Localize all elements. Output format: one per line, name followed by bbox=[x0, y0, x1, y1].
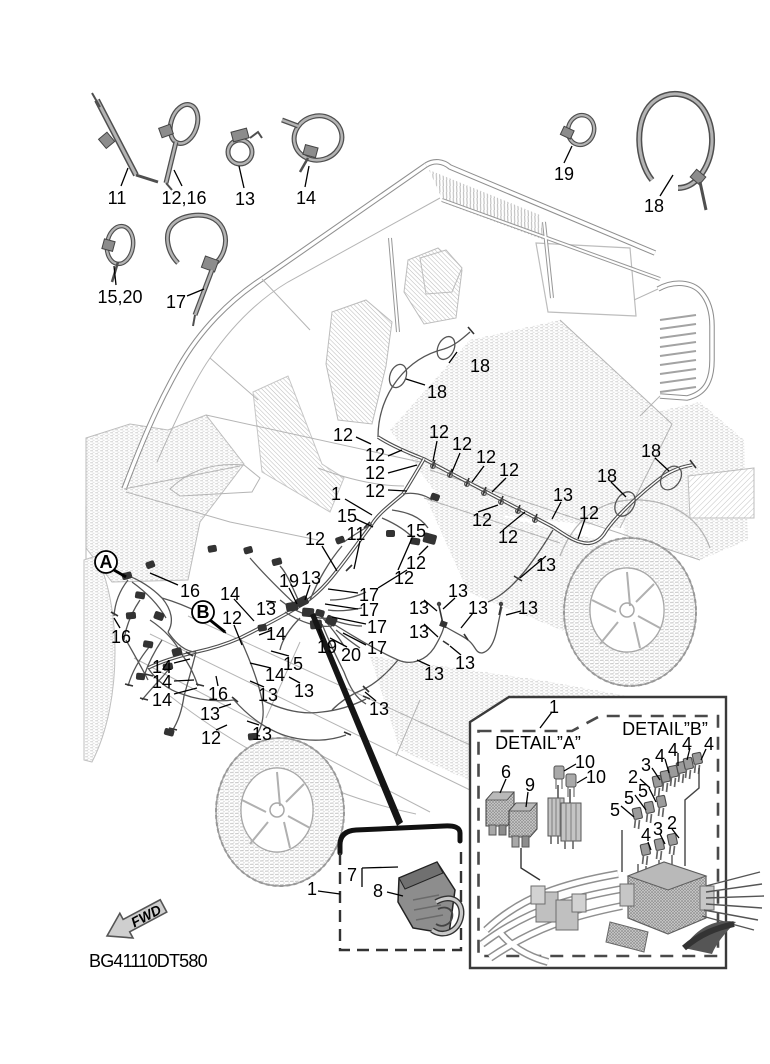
svg-text:20: 20 bbox=[341, 645, 361, 665]
svg-text:13: 13 bbox=[369, 699, 389, 719]
svg-text:12: 12 bbox=[406, 553, 426, 573]
svg-text:13: 13 bbox=[252, 724, 272, 744]
svg-text:12: 12 bbox=[201, 728, 221, 748]
svg-text:17: 17 bbox=[359, 600, 379, 620]
svg-text:16: 16 bbox=[111, 627, 131, 647]
svg-text:6: 6 bbox=[501, 762, 511, 782]
svg-text:14: 14 bbox=[266, 624, 286, 644]
svg-text:15: 15 bbox=[337, 506, 357, 526]
svg-text:13: 13 bbox=[301, 568, 321, 588]
svg-text:4: 4 bbox=[668, 740, 678, 760]
svg-text:12: 12 bbox=[499, 460, 519, 480]
svg-text:12: 12 bbox=[333, 425, 353, 445]
svg-text:14: 14 bbox=[220, 584, 240, 604]
svg-text:4: 4 bbox=[704, 734, 714, 754]
svg-text:3: 3 bbox=[653, 819, 663, 839]
svg-text:DETAIL”B”: DETAIL”B” bbox=[622, 719, 708, 739]
svg-text:15,20: 15,20 bbox=[97, 287, 142, 307]
svg-text:A: A bbox=[100, 552, 113, 572]
svg-text:4: 4 bbox=[682, 734, 692, 754]
svg-text:1: 1 bbox=[549, 697, 559, 717]
svg-text:18: 18 bbox=[597, 466, 617, 486]
svg-text:5: 5 bbox=[638, 781, 648, 801]
svg-text:13: 13 bbox=[536, 555, 556, 575]
svg-text:17: 17 bbox=[367, 617, 387, 637]
svg-text:18: 18 bbox=[644, 196, 664, 216]
svg-text:13: 13 bbox=[448, 581, 468, 601]
svg-text:8: 8 bbox=[373, 881, 383, 901]
svg-text:18: 18 bbox=[641, 441, 661, 461]
svg-text:14: 14 bbox=[265, 665, 285, 685]
svg-text:14: 14 bbox=[152, 690, 172, 710]
svg-text:13: 13 bbox=[256, 599, 276, 619]
svg-text:2: 2 bbox=[667, 813, 677, 833]
svg-text:BG41110DT580: BG41110DT580 bbox=[89, 951, 208, 971]
svg-text:10: 10 bbox=[586, 767, 606, 787]
svg-text:17: 17 bbox=[367, 638, 387, 658]
svg-text:7: 7 bbox=[347, 865, 357, 885]
svg-text:13: 13 bbox=[258, 685, 278, 705]
svg-text:19: 19 bbox=[279, 571, 299, 591]
svg-text:12: 12 bbox=[365, 445, 385, 465]
svg-text:4: 4 bbox=[655, 746, 665, 766]
svg-text:1: 1 bbox=[331, 484, 341, 504]
svg-text:3: 3 bbox=[641, 755, 651, 775]
svg-text:15: 15 bbox=[283, 654, 303, 674]
svg-text:19: 19 bbox=[317, 637, 337, 657]
svg-text:18: 18 bbox=[470, 356, 490, 376]
svg-text:12: 12 bbox=[498, 527, 518, 547]
svg-text:12,16: 12,16 bbox=[161, 188, 206, 208]
svg-text:2: 2 bbox=[628, 767, 638, 787]
svg-text:14: 14 bbox=[152, 672, 172, 692]
svg-text:12: 12 bbox=[365, 481, 385, 501]
svg-text:13: 13 bbox=[235, 189, 255, 209]
svg-text:12: 12 bbox=[222, 608, 242, 628]
svg-text:13: 13 bbox=[468, 598, 488, 618]
svg-text:16: 16 bbox=[208, 684, 228, 704]
svg-text:DETAIL”A”: DETAIL”A” bbox=[495, 733, 581, 753]
svg-text:4: 4 bbox=[641, 825, 651, 845]
svg-text:13: 13 bbox=[518, 598, 538, 618]
svg-text:12: 12 bbox=[394, 568, 414, 588]
svg-text:12: 12 bbox=[476, 447, 496, 467]
svg-text:13: 13 bbox=[455, 653, 475, 673]
svg-text:12: 12 bbox=[365, 463, 385, 483]
svg-text:13: 13 bbox=[424, 664, 444, 684]
svg-text:13: 13 bbox=[409, 598, 429, 618]
svg-text:B: B bbox=[197, 602, 210, 622]
svg-text:1: 1 bbox=[307, 879, 317, 899]
svg-text:16: 16 bbox=[180, 581, 200, 601]
svg-text:13: 13 bbox=[553, 485, 573, 505]
svg-text:11: 11 bbox=[108, 188, 127, 208]
svg-text:12: 12 bbox=[429, 422, 449, 442]
svg-text:10: 10 bbox=[575, 752, 595, 772]
svg-text:13: 13 bbox=[200, 704, 220, 724]
svg-text:17: 17 bbox=[359, 585, 379, 605]
svg-text:11: 11 bbox=[347, 524, 366, 544]
svg-text:15: 15 bbox=[406, 521, 426, 541]
svg-text:19: 19 bbox=[554, 164, 574, 184]
svg-text:5: 5 bbox=[624, 788, 634, 808]
svg-text:12: 12 bbox=[452, 434, 472, 454]
svg-text:12: 12 bbox=[305, 529, 325, 549]
svg-text:5: 5 bbox=[610, 800, 620, 820]
svg-text:13: 13 bbox=[294, 681, 314, 701]
svg-text:17: 17 bbox=[166, 292, 186, 312]
svg-text:18: 18 bbox=[427, 382, 447, 402]
svg-text:14: 14 bbox=[152, 657, 172, 677]
svg-text:13: 13 bbox=[409, 622, 429, 642]
svg-text:14: 14 bbox=[296, 188, 316, 208]
svg-text:12: 12 bbox=[472, 510, 492, 530]
svg-text:12: 12 bbox=[579, 503, 599, 523]
svg-text:9: 9 bbox=[525, 775, 535, 795]
